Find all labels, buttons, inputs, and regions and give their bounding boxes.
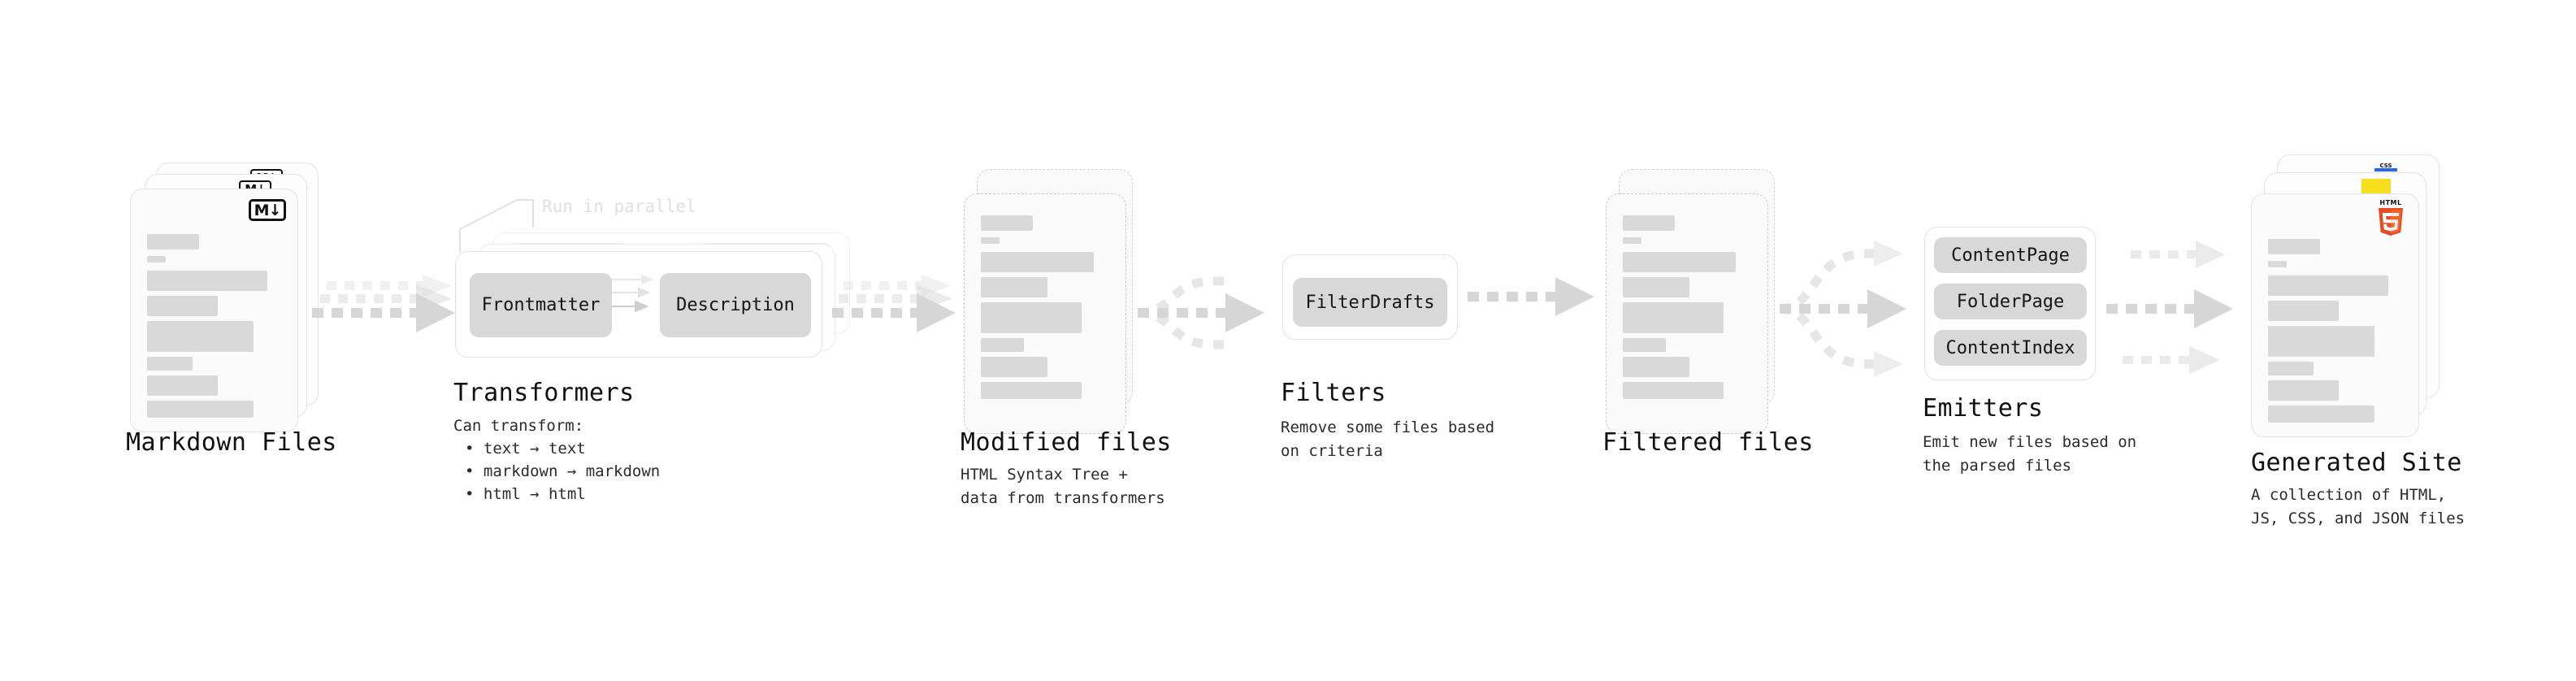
doc-bar xyxy=(2268,301,2339,321)
stage-title-filtered-files: Filtered files xyxy=(1602,428,1814,457)
doc-bar xyxy=(1623,215,1675,231)
doc-bar xyxy=(2268,261,2287,267)
emitter-chip-contentindex[interactable]: ContentIndex xyxy=(1934,330,2087,366)
doc-bar xyxy=(147,296,218,316)
html5-label: HTML xyxy=(2379,199,2402,206)
doc-bar xyxy=(981,252,1094,272)
generated-site-card-html: HTML xyxy=(2251,193,2419,437)
stage-title-filters: Filters xyxy=(1281,379,1386,407)
arrow-filters-to-filtered xyxy=(1468,277,1594,316)
doc-bar xyxy=(1623,338,1666,352)
generated-site-subtitle: A collection of HTML, JS, CSS, and JSON … xyxy=(2251,486,2465,527)
modified-files-stack xyxy=(957,163,1169,439)
emitter-chip-contentpage[interactable]: ContentPage xyxy=(1934,237,2087,273)
html5-shield-icon xyxy=(2379,208,2403,236)
doc-bar xyxy=(147,357,193,371)
doc-bar xyxy=(981,237,1000,244)
doc-bar xyxy=(981,357,1047,377)
filters-subtitle: Remove some files based on criteria xyxy=(1281,419,1495,460)
stage-title-generated-site: Generated Site xyxy=(2251,449,2462,477)
filtered-file-card-front xyxy=(1606,193,1768,434)
transformers-subtitle: Can transform: xyxy=(453,417,584,435)
transformers-bullet-2: • html → html xyxy=(465,485,586,503)
doc-bar xyxy=(1623,357,1689,377)
doc-bar xyxy=(1623,252,1736,272)
modified-file-card-front xyxy=(964,193,1126,434)
run-in-parallel-label: Run in parallel xyxy=(542,197,696,216)
doc-bar xyxy=(147,321,254,352)
doc-bar xyxy=(2268,239,2320,254)
arrow-markdown-to-transformers xyxy=(312,275,455,332)
doc-bar xyxy=(981,277,1047,297)
doc-bar xyxy=(981,302,1082,333)
doc-bar xyxy=(981,215,1033,231)
html5-badge: HTML xyxy=(2374,199,2407,236)
doc-bar xyxy=(147,401,254,418)
doc-bar xyxy=(147,375,218,396)
emitter-chip-folderpage[interactable]: FolderPage xyxy=(1934,284,2087,319)
doc-bar xyxy=(2268,326,2374,357)
javascript-badge xyxy=(2361,179,2391,197)
doc-bar xyxy=(2268,362,2314,375)
doc-bar xyxy=(1623,277,1689,297)
transformer-chip-frontmatter[interactable]: Frontmatter xyxy=(470,273,612,337)
css3-badge: CSS xyxy=(2374,163,2397,171)
doc-bar xyxy=(981,382,1082,399)
doc-bar xyxy=(2268,275,2388,296)
arrow-transformers-to-modified xyxy=(832,275,956,332)
css3-underline xyxy=(2374,168,2397,171)
stage-title-markdown-files: Markdown Files xyxy=(126,428,337,457)
doc-bar xyxy=(2268,380,2339,401)
stage-title-transformers: Transformers xyxy=(453,379,635,407)
filter-chip-filterdrafts[interactable]: FilterDrafts xyxy=(1293,278,1447,327)
css3-label: CSS xyxy=(2379,163,2392,169)
arrow-modified-to-filters xyxy=(1137,276,1264,349)
stage-title-modified-files: Modified files xyxy=(961,428,1172,457)
doc-bar xyxy=(147,234,199,249)
doc-bar xyxy=(1623,237,1641,244)
doc-bar xyxy=(1623,382,1724,399)
run-in-parallel-bracket xyxy=(459,199,534,252)
doc-bar xyxy=(981,338,1024,352)
transformer-chip-description[interactable]: Description xyxy=(660,273,811,337)
doc-bar xyxy=(147,256,166,262)
emitters-subtitle: Emit new files based on the parsed files xyxy=(1923,433,2137,475)
arrow-emitters-to-generated xyxy=(2106,241,2233,374)
markdown-file-card-front: M↓ xyxy=(130,189,298,432)
transformers-bullet-0: • text → text xyxy=(465,440,586,458)
markdown-badge: M↓ xyxy=(249,199,286,221)
stage-title-emitters: Emitters xyxy=(1923,394,2044,423)
arrow-filtered-to-emitters xyxy=(1779,241,1906,377)
modified-files-subtitle: HTML Syntax Tree + data from transformer… xyxy=(961,466,1165,507)
transformers-bullet-1: • markdown → markdown xyxy=(465,462,661,480)
doc-bar xyxy=(1623,302,1724,333)
doc-bar xyxy=(147,271,267,291)
doc-bar xyxy=(2268,406,2374,423)
filtered-files-stack xyxy=(1599,163,1811,439)
generated-site-stack: CSS HTML xyxy=(2251,154,2478,447)
markdown-files-stack: M↓ M↓ M↓ xyxy=(130,163,341,439)
